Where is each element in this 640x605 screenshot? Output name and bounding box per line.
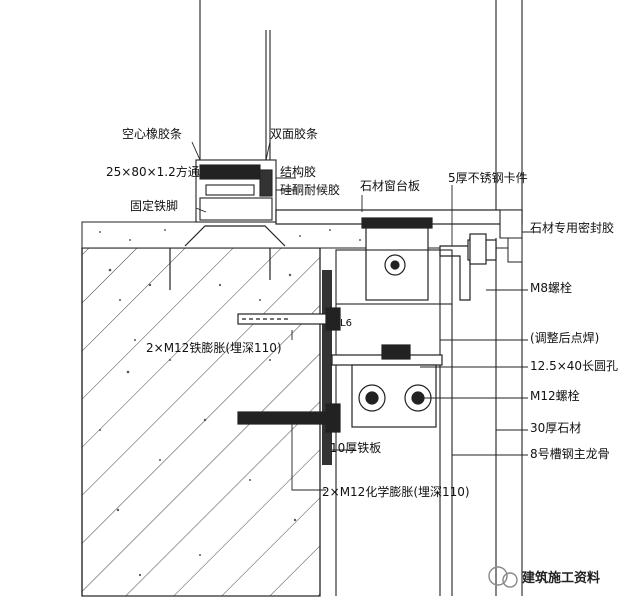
- fixing-iron-foot: [169, 225, 286, 290]
- label-hollow-rubber-strip: 空心橡胶条: [122, 126, 182, 141]
- annotation-labels: 空心橡胶条 双面胶条 25×80×1.2方通 结构胶 硅酮耐候胶 固定铁脚 石材…: [106, 126, 618, 499]
- watermark-text: 建筑施工资料: [522, 570, 600, 586]
- label-chemical-expansion-bolt: 2×M12化学膨胀(埋深110): [322, 484, 470, 499]
- watermark: 建筑施工资料: [488, 566, 600, 588]
- label-m8-bolt: M8螺栓: [530, 280, 572, 295]
- label-square-tube: 25×80×1.2方通: [106, 164, 200, 179]
- label-stone-30mm: 30厚石材: [530, 421, 581, 435]
- stainless-clip: [361, 217, 497, 301]
- stone-cladding: [495, 0, 523, 596]
- label-double-sided-tape: 双面胶条: [270, 126, 318, 141]
- label-slot-hole: 12.5×40长圆孔: [530, 359, 618, 373]
- bolt-group: [237, 233, 487, 433]
- label-m12-bolt: M12螺栓: [530, 388, 580, 403]
- label-channel-steel-keel: 8号槽钢主龙骨: [530, 447, 610, 461]
- label-fixing-iron-foot: 固定铁脚: [130, 198, 178, 213]
- iron-plate: [322, 270, 332, 465]
- label-structural-adhesive: 结构胶: [280, 164, 316, 179]
- label-stone-sealant: 石材专用密封胶: [530, 220, 614, 235]
- label-iron-plate: 10厚铁板: [330, 441, 381, 455]
- label-iron-expansion-bolt: 2×M12铁膨胀(埋深110): [146, 341, 282, 355]
- sill-mortar-layer: [81, 221, 523, 249]
- label-angle-mark: L6: [340, 318, 352, 329]
- leader-lines: [191, 141, 540, 491]
- label-stainless-clip: 5厚不锈钢卡件: [448, 171, 528, 185]
- label-silicone-sealant: 硅酮耐候胶: [280, 182, 340, 197]
- label-weld-after-adjust: (调整后点焊): [530, 330, 599, 345]
- label-stone-window-sill: 石材窗台板: [360, 178, 420, 193]
- window-frame: [195, 0, 277, 223]
- channel-steel-keel: [319, 248, 453, 596]
